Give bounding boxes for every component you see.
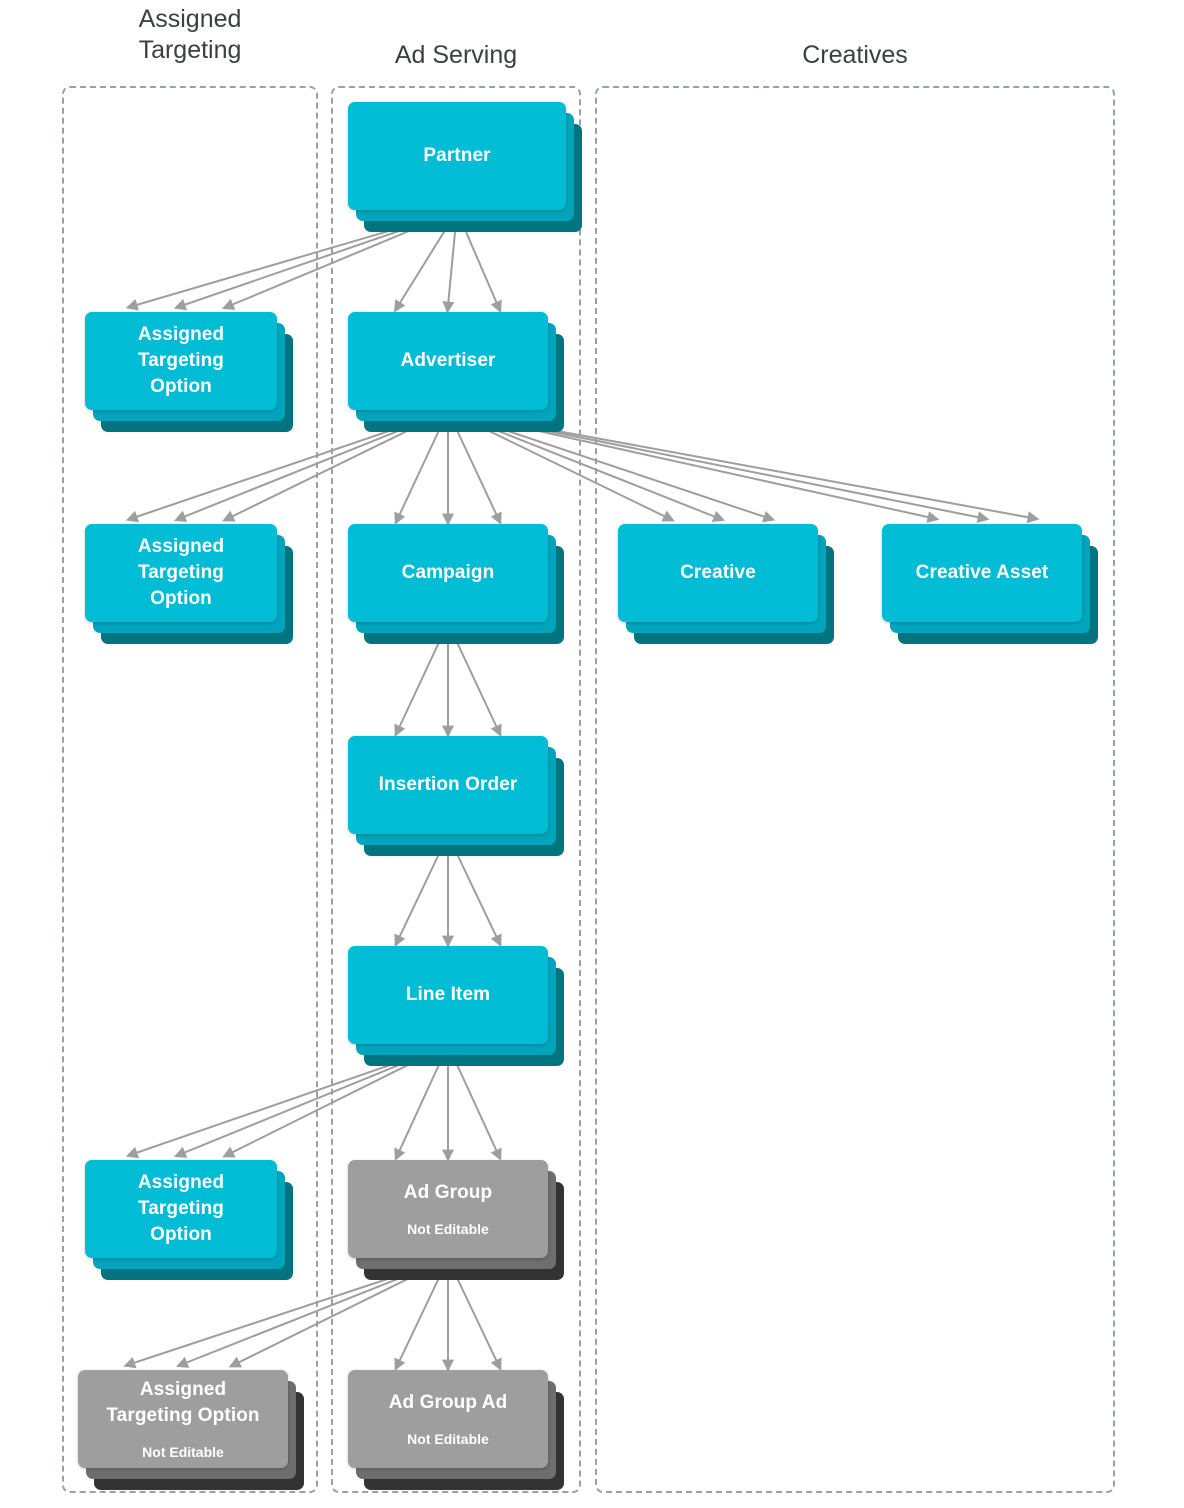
node-title-line: Advertiser <box>400 350 496 371</box>
node-title-line: Targeting Option <box>106 1405 260 1426</box>
node-title: Advertiser <box>393 348 504 374</box>
node-title-line: Targeting <box>137 1198 225 1219</box>
node-not-editable-label: Not Editable <box>407 1431 489 1447</box>
column-label-creatives: Creatives <box>802 41 908 69</box>
node-title-line: Creative Asset <box>915 562 1049 583</box>
node-title: Ad Group Ad <box>381 1390 516 1416</box>
node-title: Creative <box>672 560 764 586</box>
node-title-line: Targeting <box>137 350 225 371</box>
node-not-editable-label: Not Editable <box>407 1221 489 1237</box>
node-title-line: Assigned <box>137 1172 225 1193</box>
node-title-line: Ad Group Ad <box>388 1392 508 1413</box>
node-title: Creative Asset <box>908 560 1057 586</box>
column-label-line: Targeting <box>138 36 242 64</box>
node-card-front[interactable]: Ad Group Ad Not Editable <box>348 1370 548 1468</box>
node-line-item[interactable]: Line Item <box>348 946 564 1066</box>
node-title: Ad Group <box>396 1180 500 1206</box>
node-card-front[interactable]: Partner <box>348 102 566 210</box>
column-frame-creatives <box>595 86 1115 1493</box>
node-title-line: Targeting <box>137 562 225 583</box>
column-label-line: Assigned <box>138 5 242 33</box>
node-title: Insertion Order <box>371 772 526 798</box>
node-advertiser[interactable]: Advertiser <box>348 312 564 432</box>
node-title-line: Campaign <box>401 562 495 583</box>
node-title: Partner <box>415 143 498 169</box>
node-card-front[interactable]: Line Item <box>348 946 548 1044</box>
node-ad-group-ad[interactable]: Ad Group Ad Not Editable <box>348 1370 564 1490</box>
node-card-front[interactable]: Insertion Order <box>348 736 548 834</box>
node-creative-asset[interactable]: Creative Asset <box>882 524 1098 644</box>
node-title-line: Insertion Order <box>378 774 518 795</box>
node-title-line: Assigned <box>139 1379 227 1400</box>
node-title-line: Partner <box>423 145 491 166</box>
column-label-ad-serving: Ad Serving <box>394 41 518 69</box>
node-insertion-order[interactable]: Insertion Order <box>348 736 564 856</box>
node-card-front[interactable]: Advertiser <box>348 312 548 410</box>
node-card-front[interactable]: Campaign <box>348 524 548 622</box>
node-title-line: Assigned <box>137 324 225 345</box>
node-title-line: Option <box>150 1224 212 1245</box>
column-frame-assigned-targeting <box>62 86 318 1493</box>
node-title-line: Ad Group <box>403 1182 493 1203</box>
node-not-editable-label: Not Editable <box>142 1444 224 1460</box>
node-title-line: Creative <box>680 562 756 583</box>
node-partner[interactable]: Partner <box>348 102 582 232</box>
node-title: Campaign <box>394 560 503 586</box>
node-card-front[interactable]: Creative <box>618 524 818 622</box>
node-title: Line Item <box>398 982 498 1008</box>
node-creative[interactable]: Creative <box>618 524 834 644</box>
node-title-line: Option <box>150 376 212 397</box>
node-campaign[interactable]: Campaign <box>348 524 564 644</box>
node-card-front[interactable]: Creative Asset <box>882 524 1082 622</box>
node-title-line: Line Item <box>405 984 491 1005</box>
node-title-line: Assigned <box>137 536 225 557</box>
node-title-line: Option <box>150 588 212 609</box>
column-frame-ad-serving <box>331 86 581 1493</box>
